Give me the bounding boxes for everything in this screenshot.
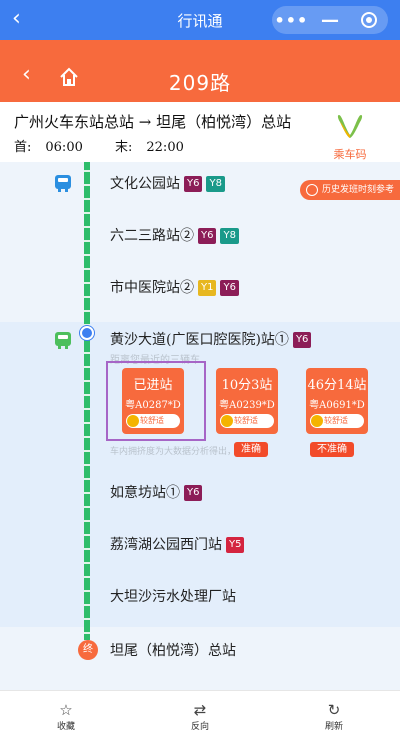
metro-badge: Y6 [292, 332, 312, 348]
terminal-marker: 终 [78, 640, 98, 660]
bus-status: 已进站 [133, 378, 173, 393]
swap-arrows-icon: ⇄ [193, 701, 207, 719]
metro-badge: Y8 [220, 228, 239, 244]
ride-code-label: 乘车码 [333, 148, 367, 161]
favorite-button[interactable]: ☆ 收藏 [36, 701, 96, 732]
bus-status: 10分3站 [221, 378, 273, 393]
accurate-button[interactable]: 准确 [234, 442, 268, 457]
bus-card[interactable]: 已进站 粤A0287*D 较舒适 [122, 368, 184, 434]
mini-program-capsule: ••• — [272, 6, 388, 34]
comfort-tag: 较舒适 [220, 414, 274, 428]
bus-arrived-icon [55, 332, 71, 349]
route-back-icon[interactable]: ‹ [22, 62, 31, 87]
current-location-pin-icon [80, 326, 94, 340]
comfort-tag: 较舒适 [310, 414, 364, 428]
bus-status: 46分14站 [307, 378, 367, 393]
favorite-label: 收藏 [56, 722, 75, 732]
more-icon[interactable]: ••• [274, 10, 309, 30]
metro-badge: Y8 [206, 176, 225, 192]
bus-plate: 粤A0691*D [309, 400, 365, 411]
bus-plate: 粤A0287*D [125, 400, 181, 411]
refresh-button[interactable]: ↻ 刷新 [304, 701, 364, 732]
refresh-label: 刷新 [324, 722, 343, 732]
stop-name: 荔湾湖公园西门站 [110, 537, 222, 553]
stop-name: 六二三路站② [110, 228, 194, 244]
stop-name: 坦尾（柏悦湾）总站 [110, 643, 236, 659]
inaccurate-button[interactable]: 不准确 [310, 442, 354, 457]
bus-card[interactable]: 46分14站 粤A0691*D 较舒适 [306, 368, 368, 434]
app-title: 行讯通 [177, 12, 223, 30]
arriving-buses: 已进站 粤A0287*D 较舒适 10分3站 粤A0239*D 较舒适 46分1… [0, 368, 400, 438]
smile-face-icon [127, 415, 139, 427]
bus-card[interactable]: 10分3站 粤A0239*D 较舒适 [216, 368, 278, 434]
target-icon [360, 12, 377, 28]
app-top-bar: ‹ 行讯通 ••• — [0, 0, 400, 40]
selected-bus-outline [106, 361, 206, 441]
ride-code-button[interactable]: 乘车码 [330, 110, 370, 161]
stop-name: 如意坊站① [110, 485, 180, 501]
metro-badge: Y6 [220, 280, 239, 296]
stop-name: 文化公园站 [110, 176, 180, 192]
route-header: ‹ 209路 [0, 40, 400, 102]
metro-badge: Y1 [198, 280, 217, 296]
star-icon: ☆ [59, 701, 73, 719]
metro-badge: Y6 [184, 485, 203, 501]
route-rail [84, 162, 90, 640]
reverse-label: 反向 [190, 722, 209, 732]
last-bus-time: 末:22:00 [115, 140, 184, 155]
comfort-tag: 较舒适 [126, 414, 180, 428]
crowd-feedback: 车内拥挤度为大数据分析得出，结果: 准确 不准确 [110, 442, 400, 458]
clock-icon [306, 184, 318, 196]
bus-icon [55, 175, 71, 192]
refresh-icon: ↻ [327, 701, 341, 719]
metro-badge: Y5 [226, 537, 245, 553]
stop-name: 大坦沙污水处理厂站 [110, 589, 236, 605]
bus-plate: 粤A0239*D [219, 400, 275, 411]
reverse-direction-button[interactable]: ⇄ 反向 [170, 701, 230, 732]
route-info: 广州火车东站总站 → 坦尾（柏悦湾）总站 首:06:00 末:22:00 乘车码 [0, 102, 400, 162]
bottom-toolbar: ☆ 收藏 ⇄ 反向 ↻ 刷新 [0, 690, 400, 742]
metro-badge: Y6 [198, 228, 217, 244]
back-icon[interactable]: ‹ [12, 6, 21, 31]
smile-face-icon [311, 415, 323, 427]
route-times: 首:06:00 末:22:00 [14, 136, 212, 155]
route-name: 209路 [168, 71, 232, 95]
ride-code-logo-icon [337, 115, 363, 138]
nearest-buses-note: 距离您最近的三辆车 [110, 355, 200, 366]
metro-badge: Y6 [184, 176, 203, 192]
smile-face-icon [221, 415, 233, 427]
stop-item[interactable]: 大坦沙污水处理厂站 [0, 586, 400, 638]
minimize-icon[interactable]: — [321, 9, 339, 31]
stop-name: 黄沙大道(广医口腔医院)站① [110, 332, 289, 348]
first-bus-time: 首:06:00 [14, 140, 83, 155]
crowd-feedback-label: 车内拥挤度为大数据分析得出，结果: [110, 447, 258, 457]
route-direction: 广州火车东站总站 → 坦尾（柏悦湾）总站 [14, 113, 292, 131]
home-icon[interactable] [58, 66, 80, 88]
close-miniprogram-button[interactable] [349, 12, 388, 28]
stop-item-terminal[interactable]: 坦尾（柏悦湾）总站 [0, 640, 400, 690]
stop-name: 市中医院站② [110, 280, 194, 296]
history-timetable-button[interactable]: 历史发班时刻参考 [300, 180, 400, 200]
